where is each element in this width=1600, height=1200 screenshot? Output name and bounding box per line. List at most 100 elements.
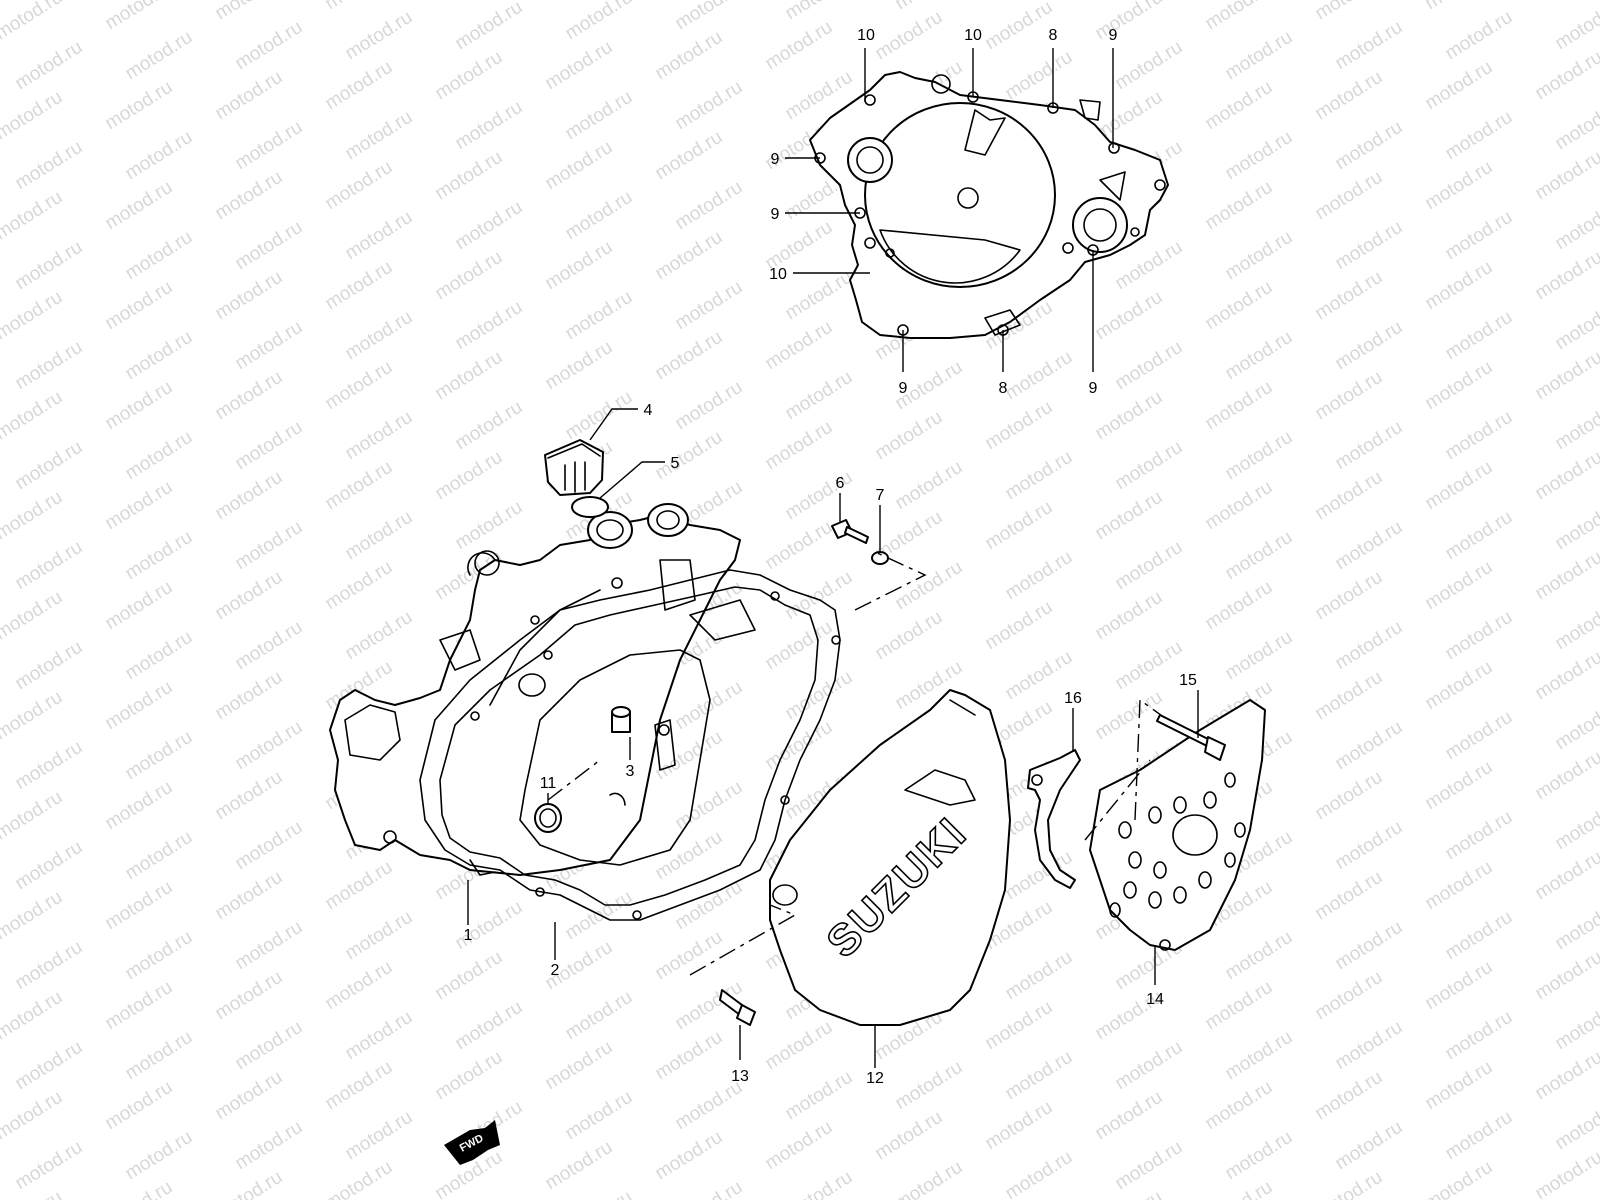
watermark-text: motod.ru (1422, 1157, 1497, 1200)
watermark-text: motod.ru (1002, 1047, 1077, 1105)
watermark-text: motod.ru (122, 827, 197, 885)
watermark-text: motod.ru (1312, 967, 1387, 1025)
callout-15: 15 (1179, 672, 1197, 689)
watermark-text: motod.ru (0, 487, 66, 545)
watermark-text: motod.ru (1222, 927, 1297, 985)
watermark-text: motod.ru (212, 1167, 287, 1200)
watermark-text: motod.ru (542, 1137, 617, 1195)
watermark-text: motod.ru (212, 367, 287, 425)
watermark-text: motod.ru (432, 347, 507, 405)
watermark-text: motod.ru (1092, 287, 1167, 345)
sprocket-cover (1089, 699, 1266, 951)
watermark-text: motod.ru (212, 1067, 287, 1125)
watermark-text: motod.ru (322, 0, 397, 14)
watermark-text: motod.ru (1202, 0, 1277, 34)
watermark-text: motod.ru (432, 247, 507, 305)
watermark-text: motod.ru (102, 777, 177, 835)
watermark-text: motod.ru (562, 0, 637, 44)
watermark-text: motod.ru (782, 467, 857, 525)
callout-9: 9 (899, 380, 908, 397)
callout-8: 8 (1049, 27, 1058, 44)
watermark-text: motod.ru (1332, 517, 1407, 575)
watermark-text: motod.ru (12, 337, 87, 395)
watermark-text: motod.ru (562, 1187, 637, 1200)
watermark-text: motod.ru (322, 357, 397, 415)
watermark-text: motod.ru (1422, 0, 1497, 14)
watermark-text: motod.ru (452, 0, 527, 54)
watermark-text: motod.ru (982, 997, 1057, 1055)
o-ring-11 (534, 803, 562, 833)
oil-filler-cap (544, 439, 604, 496)
watermark-text: motod.ru (562, 387, 637, 445)
watermark-text: motod.ru (542, 237, 617, 295)
watermark-text: motod.ru (232, 517, 307, 575)
callout-10: 10 (857, 27, 875, 44)
watermark-text: motod.ru (232, 717, 307, 775)
watermark-text: motod.ru (1002, 447, 1077, 505)
watermark-text: motod.ru (1222, 327, 1297, 385)
watermark-text: motod.ru (1442, 7, 1517, 65)
watermark-text: motod.ru (892, 1157, 967, 1200)
watermark-text: motod.ru (1332, 1017, 1407, 1075)
watermark-text: motod.ru (562, 987, 637, 1045)
bolt-15 (1156, 714, 1226, 761)
watermark-text: motod.ru (1112, 437, 1187, 495)
watermark-text: motod.ru (1222, 427, 1297, 485)
watermark-text: motod.ru (672, 377, 747, 435)
watermark-text: motod.ru (1222, 1027, 1297, 1085)
watermark-text: motod.ru (1332, 917, 1407, 975)
watermark-text: motod.ru (1092, 587, 1167, 645)
watermark-text: motod.ru (1002, 1147, 1077, 1200)
watermark-text: motod.ru (652, 27, 727, 85)
watermark-text: motod.ru (542, 337, 617, 395)
watermark-text: motod.ru (1532, 947, 1600, 1005)
callout-13: 13 (731, 1068, 749, 1085)
crankcase-bolt-hole (658, 724, 670, 736)
watermark-text: motod.ru (672, 1077, 747, 1135)
watermark-text: motod.ru (232, 817, 307, 875)
watermark-text: motod.ru (1422, 857, 1497, 915)
watermark-text: motod.ru (342, 107, 417, 165)
watermark-text: motod.ru (1092, 0, 1167, 44)
watermark-text: motod.ru (892, 1057, 967, 1115)
watermark-text: motod.ru (452, 897, 527, 955)
watermark-text: motod.ru (1442, 407, 1517, 465)
watermark-text: motod.ru (1092, 387, 1167, 445)
watermark-text: motod.ru (452, 197, 527, 255)
watermark-text: motod.ru (1312, 367, 1387, 425)
watermark-text: motod.ru (562, 187, 637, 245)
watermark-text: motod.ru (1002, 47, 1077, 105)
watermark-text: motod.ru (0, 187, 66, 245)
watermark-text: motod.ru (1002, 547, 1077, 605)
watermark-text: motod.ru (212, 567, 287, 625)
watermark-text: motod.ru (322, 557, 397, 615)
watermark-text: motod.ru (122, 1127, 197, 1185)
watermark-text: motod.ru (1222, 527, 1297, 585)
watermark-text: motod.ru (1112, 1137, 1187, 1195)
watermark-text: motod.ru (1532, 0, 1600, 4)
watermark-text: motod.ru (212, 967, 287, 1025)
watermark-text: motod.ru (1312, 767, 1387, 825)
watermark-text: motod.ru (1552, 797, 1600, 855)
watermark-text: motod.ru (212, 167, 287, 225)
watermark-text: motod.ru (0, 387, 66, 445)
o-ring-5 (571, 496, 609, 518)
watermark-text: motod.ru (1532, 747, 1600, 805)
callout-7: 7 (876, 487, 885, 504)
watermark-text: motod.ru (652, 127, 727, 185)
watermark-text: motod.ru (672, 277, 747, 335)
watermark-text: motod.ru (342, 907, 417, 965)
watermark-text: motod.ru (1202, 277, 1277, 335)
watermark-text: motod.ru (1332, 317, 1407, 375)
watermark-text: motod.ru (542, 137, 617, 195)
bolt-13 (719, 989, 756, 1026)
watermark-text: motod.ru (122, 1027, 197, 1085)
watermark-text: motod.ru (0, 887, 66, 945)
watermark-text: motod.ru (872, 407, 947, 465)
watermark-text: motod.ru (232, 417, 307, 475)
watermark-text: motod.ru (122, 527, 197, 585)
watermark-text: motod.ru (1202, 977, 1277, 1035)
watermark-text: motod.ru (1422, 957, 1497, 1015)
watermark-text: motod.ru (1312, 0, 1387, 24)
